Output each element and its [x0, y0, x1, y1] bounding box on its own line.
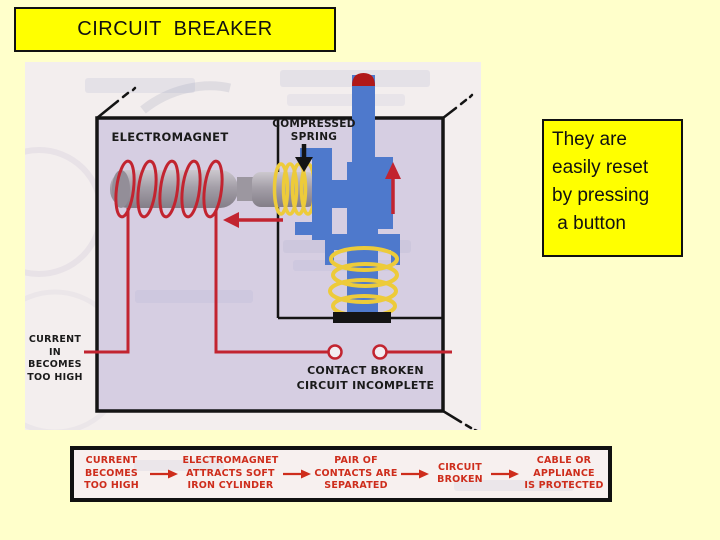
- current-in-label: CURRENT IN BECOMES TOO HIGH: [27, 334, 83, 383]
- compressed-spring-label: COMPRESSED SPRING: [272, 118, 356, 143]
- note-line: easily reset: [552, 157, 649, 178]
- flow-arrow-icon: [401, 469, 430, 479]
- latch-arm: [330, 180, 354, 208]
- note-line: They are: [552, 129, 627, 150]
- up-arrow-icon: [385, 162, 401, 214]
- contact-circles: [327, 344, 388, 360]
- circuit-breaker-diagram: ELECTROMAGNET COMPRESSED SPRING CURRENT …: [25, 62, 481, 430]
- electromagnet-label: ELECTROMAGNET: [111, 130, 229, 144]
- flow-step-3: PAIR OF CONTACTS ARE SEPARATED: [314, 455, 398, 492]
- red-coil-windings: [114, 159, 224, 219]
- diagram-artwork: [25, 70, 478, 430]
- title-box: CIRCUIT BREAKER: [14, 7, 336, 52]
- base-pad: [333, 312, 391, 323]
- note-line: by pressing: [552, 185, 650, 206]
- scan-bleed-smudge: [134, 460, 224, 471]
- left-arrow-icon: [223, 212, 283, 228]
- plunger-crossbar: [325, 234, 400, 250]
- flow-step-5: CABLE OR APPLIANCE IS PROTECTED: [524, 455, 604, 492]
- circuit-wires: [84, 208, 452, 354]
- flow-step-2: ELECTROMAGNET ATTRACTS SOFT IRON CYLINDE…: [182, 455, 279, 492]
- perspective-dashes: [95, 86, 478, 430]
- flow-step-1: CURRENT BECOMES TOO HIGH: [84, 455, 139, 492]
- down-arrow-icon: [295, 144, 313, 172]
- contact-broken-label: CONTACT BROKEN CIRCUIT INCOMPLETE: [296, 364, 435, 392]
- plunger-mechanism: [295, 75, 400, 317]
- note-line: a button: [552, 213, 626, 234]
- latch-bar: [312, 148, 332, 240]
- reset-button-dome: [352, 73, 375, 86]
- flow-sequence-bar: CURRENT BECOMES TOO HIGH ELECTROMAGNET A…: [70, 446, 612, 502]
- flow-arrow-icon: [490, 469, 519, 479]
- note-box: They are easily reset by pressing a butt…: [542, 119, 683, 257]
- flow-arrow-icon: [149, 469, 178, 479]
- page-title: CIRCUIT BREAKER: [77, 18, 273, 40]
- flow-arrow-icon: [282, 469, 311, 479]
- flow-step-4: CIRCUIT BROKEN: [437, 461, 483, 486]
- scan-bleed-smudge: [454, 480, 574, 491]
